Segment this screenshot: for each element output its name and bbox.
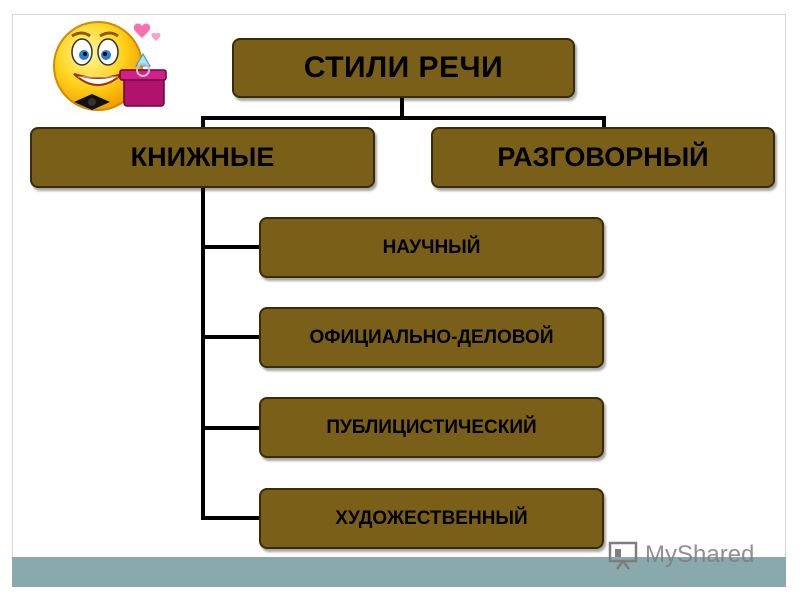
smiley-with-bowtie-and-gift-icon	[53, 21, 167, 111]
connector-branch-1	[201, 245, 261, 249]
slide-footer-bar	[12, 557, 786, 587]
node-ofitsialno-delovoy: ОФИЦИАЛЬНО-ДЕЛОВОЙ	[259, 307, 604, 368]
connector-branch-2	[201, 335, 261, 339]
node-publitsistichesky: ПУБЛИЦИСТИЧЕСКИЙ	[259, 397, 604, 458]
connector-vertical-spine	[201, 186, 205, 520]
root-node: СТИЛИ РЕЧИ	[232, 38, 575, 98]
node-knizhnye: КНИЖНЫЕ	[30, 127, 375, 188]
node-khudozhestvenny: ХУДОЖЕСТВЕННЫЙ	[259, 488, 604, 549]
presentation-board-icon	[608, 541, 638, 570]
connector-root-down	[400, 96, 404, 118]
myshared-watermark: MyShared	[607, 537, 754, 573]
watermark-text: MyShared	[645, 541, 755, 568]
node-razgovorny: РАЗГОВОРНЫЙ	[431, 127, 775, 188]
node-nauchny: НАУЧНЫЙ	[259, 217, 604, 278]
connector-to-knizhnye	[201, 116, 205, 128]
connector-to-razgovorny	[602, 116, 606, 128]
connector-horizontal	[201, 116, 606, 120]
connector-branch-4	[201, 516, 261, 520]
connector-branch-3	[201, 426, 261, 430]
